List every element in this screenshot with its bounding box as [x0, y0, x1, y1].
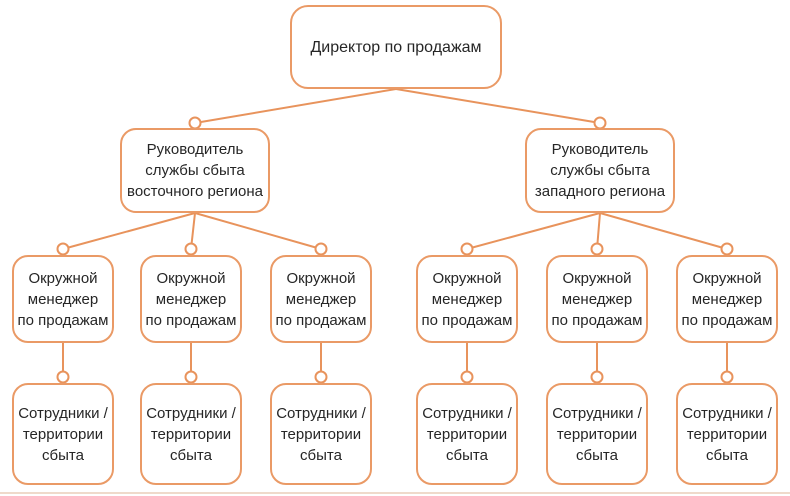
node-west-region-head: Руководитель службы сбыта западного реги… — [525, 128, 675, 213]
connector-dot — [720, 370, 734, 384]
connector-dot — [188, 116, 202, 130]
node-district-manager-e2: Окружной менеджер по продажам — [140, 255, 242, 343]
node-district-manager-w1: Окружной менеджер по продажам — [416, 255, 518, 343]
connector-dot — [56, 370, 70, 384]
connector-dot — [314, 370, 328, 384]
node-district-manager-e3: Окружной менеджер по продажам — [270, 255, 372, 343]
node-sales-director: Директор по продажам — [290, 5, 502, 89]
connector-line — [466, 212, 601, 250]
connector-dot — [590, 370, 604, 384]
connector-dot — [56, 242, 70, 256]
node-staff-territories-5: Сотрудники / территории сбыта — [546, 383, 648, 485]
connector-dot — [184, 370, 198, 384]
connector-dot — [720, 242, 734, 256]
node-district-manager-w3: Окружной менеджер по продажам — [676, 255, 778, 343]
connector-line — [62, 212, 196, 250]
node-district-manager-e1: Окружной менеджер по продажам — [12, 255, 114, 343]
node-staff-territories-2: Сотрудники / территории сбыта — [140, 383, 242, 485]
connector-dot — [460, 370, 474, 384]
connector-line — [194, 212, 322, 250]
bottom-rule — [0, 492, 790, 494]
node-district-manager-w2: Окружной менеджер по продажам — [546, 255, 648, 343]
connector-line — [395, 88, 601, 124]
node-staff-territories-6: Сотрудники / территории сбыта — [676, 383, 778, 485]
node-staff-territories-1: Сотрудники / территории сбыта — [12, 383, 114, 485]
connector-line — [194, 88, 397, 124]
node-east-region-head: Руководитель службы сбыта восточного рег… — [120, 128, 270, 213]
connector-line — [599, 212, 728, 250]
connector-dot — [314, 242, 328, 256]
node-staff-territories-3: Сотрудники / территории сбыта — [270, 383, 372, 485]
connector-dot — [593, 116, 607, 130]
connector-dot — [184, 242, 198, 256]
connector-dot — [590, 242, 604, 256]
node-staff-territories-4: Сотрудники / территории сбыта — [416, 383, 518, 485]
connector-dot — [460, 242, 474, 256]
